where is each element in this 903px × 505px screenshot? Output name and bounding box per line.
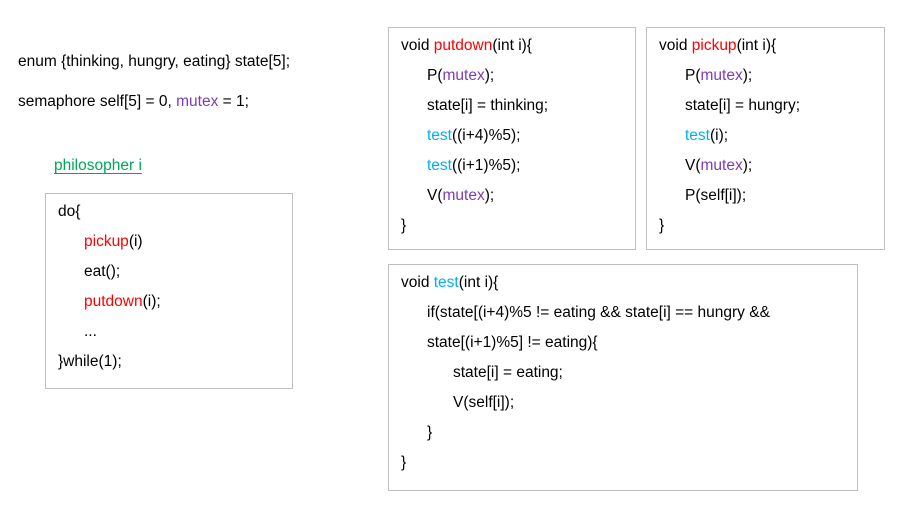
- semaphore-suffix-text: = 1;: [218, 93, 249, 110]
- code-token-plain: void: [401, 37, 434, 54]
- code-token-red: pickup: [691, 37, 737, 54]
- code-token-plain: P(self[i]);: [685, 187, 747, 204]
- code-token-plain: void: [401, 274, 434, 291]
- code-token-plain: }: [659, 217, 665, 234]
- philosopher-caption-text: philosopher i: [54, 157, 142, 174]
- code-token-plain: (int i){: [458, 274, 499, 291]
- code-token-plain: );: [742, 157, 753, 174]
- philosopher-loop-box: do{pickup(i) eat(); putdown(i);... }while(1…: [45, 193, 293, 389]
- test-function-line: V(self[i]);: [453, 395, 514, 411]
- philosopher-loop-line: eat();: [84, 264, 120, 280]
- test-function-line: }: [401, 455, 406, 471]
- philosopher-loop-line: }while(1);: [58, 354, 122, 370]
- code-token-plain: (i);: [142, 293, 161, 310]
- code-token-plain: ((i+1)%5);: [451, 157, 521, 174]
- code-token-plain: ...: [84, 323, 97, 340]
- test-function-line: if(state[(i+4)%5 != eating && state[i] =…: [427, 305, 770, 321]
- code-token-purple: mutex: [700, 157, 743, 174]
- putdown-function-line: test((i+1)%5);: [427, 158, 520, 174]
- test-function-line: }: [427, 425, 432, 441]
- code-token-cyan: test: [433, 274, 459, 291]
- code-token-plain: }: [427, 424, 433, 441]
- code-token-plain: );: [742, 67, 753, 84]
- code-token-plain: );: [484, 187, 495, 204]
- code-token-plain: (i): [128, 233, 143, 250]
- code-token-plain: P(: [685, 67, 701, 84]
- code-token-plain: V(: [685, 157, 701, 174]
- code-token-plain: do{: [58, 203, 81, 220]
- code-token-plain: }: [401, 217, 407, 234]
- code-token-plain: ((i+4)%5);: [451, 127, 521, 144]
- putdown-function-line: test((i+4)%5);: [427, 128, 520, 144]
- pickup-function-line: P(self[i]);: [685, 188, 746, 204]
- philosopher-loop-line: putdown(i);: [84, 294, 161, 310]
- code-token-plain: void: [659, 37, 692, 54]
- philosopher-loop-line: pickup(i): [84, 234, 143, 250]
- semaphore-mutex-token: mutex: [176, 93, 219, 110]
- philosopher-loop-line: ...: [84, 324, 97, 340]
- code-token-plain: if(state[(i+4)%5 != eating && state[i] =…: [427, 304, 770, 321]
- semaphore-declaration: semaphore self[5] = 0, mutex = 1;: [18, 94, 249, 110]
- pickup-function-line: state[i] = hungry;: [685, 98, 800, 114]
- enum-declaration-text: enum {thinking, hungry, eating} state[5]…: [18, 53, 291, 70]
- code-token-plain: }: [401, 454, 407, 471]
- code-token-plain: V(: [427, 187, 443, 204]
- code-token-plain: state[(i+1)%5] != eating){: [427, 334, 598, 351]
- pickup-function-line: void pickup(int i){: [659, 38, 776, 54]
- code-token-plain: state[i] = thinking;: [427, 97, 549, 114]
- enum-declaration: enum {thinking, hungry, eating} state[5]…: [18, 54, 290, 70]
- code-token-red: putdown: [84, 293, 143, 310]
- code-token-cyan: test: [685, 127, 710, 144]
- code-token-plain: state[i] = hungry;: [685, 97, 801, 114]
- semaphore-prefix-text: semaphore self[5] = 0,: [18, 93, 177, 110]
- code-token-plain: eat();: [84, 263, 121, 280]
- code-token-plain: );: [484, 67, 495, 84]
- code-token-red: pickup: [84, 233, 129, 250]
- code-token-plain: (int i){: [736, 37, 777, 54]
- putdown-function-line: state[i] = thinking;: [427, 98, 548, 114]
- code-token-plain: state[i] = eating;: [453, 364, 563, 381]
- pickup-function-box: void pickup(int i){P(mutex);state[i] = h…: [646, 27, 885, 250]
- code-token-red: putdown: [433, 37, 493, 54]
- philosopher-loop-line: do{: [58, 204, 80, 220]
- pickup-function-line: }: [659, 218, 664, 234]
- test-function-line: void test(int i){: [401, 275, 498, 291]
- test-function-box: void test(int i){ if(state[(i+4)%5 != eat…: [388, 264, 858, 491]
- code-token-plain: V(self[i]);: [453, 394, 515, 411]
- putdown-function-line: V(mutex);: [427, 188, 494, 204]
- code-token-purple: mutex: [442, 187, 485, 204]
- code-token-purple: mutex: [442, 67, 485, 84]
- test-function-line: state[i] = eating;: [453, 365, 563, 381]
- code-token-plain: (i);: [709, 127, 729, 144]
- putdown-function-line: }: [401, 218, 406, 234]
- philosopher-caption: philosopher i: [54, 158, 142, 174]
- code-token-plain: }while(1);: [58, 353, 122, 370]
- pickup-function-line: test(i);: [685, 128, 728, 144]
- pickup-function-line: V(mutex);: [685, 158, 752, 174]
- code-token-cyan: test: [427, 157, 452, 174]
- code-token-plain: P(: [427, 67, 443, 84]
- pickup-function-line: P(mutex);: [685, 68, 752, 84]
- putdown-function-box: void putdown(int i){P(mutex);state[i] = …: [388, 27, 636, 250]
- putdown-function-line: void putdown(int i){: [401, 38, 532, 54]
- code-token-plain: (int i){: [492, 37, 532, 54]
- putdown-function-line: P(mutex);: [427, 68, 494, 84]
- test-function-line: state[(i+1)%5] != eating){: [427, 335, 598, 351]
- code-token-purple: mutex: [700, 67, 743, 84]
- code-token-cyan: test: [427, 127, 452, 144]
